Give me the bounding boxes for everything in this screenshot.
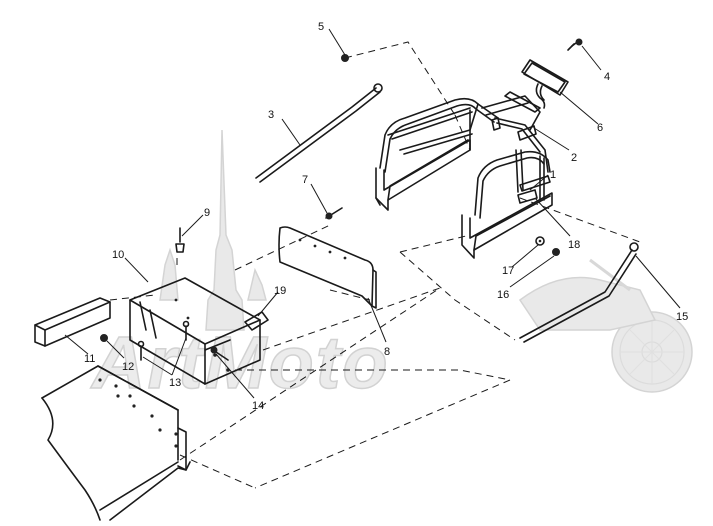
part-17-washer (535, 236, 545, 246)
callout-1: 1 (550, 169, 556, 181)
leader-lines (64, 28, 681, 399)
callout-13: 13 (169, 377, 181, 389)
callout-3: 3 (268, 109, 274, 121)
callout-19: 19 (274, 285, 286, 297)
callout-17: 17 (502, 265, 514, 277)
watermark: ArtMoto (89, 129, 693, 405)
part-8-plate (278, 226, 377, 309)
callout-12: 12 (122, 361, 134, 373)
callout-18: 18 (568, 239, 580, 251)
part-5-nut (341, 54, 349, 62)
part-12-nut (100, 334, 108, 342)
vehicle-frame (41, 365, 191, 521)
part-10-bracket (129, 277, 269, 385)
callout-2: 2 (571, 152, 577, 164)
part-13-bolts (137, 320, 190, 361)
callout-15: 15 (676, 311, 688, 323)
callout-6: 6 (597, 122, 603, 134)
callout-10: 10 (112, 249, 124, 261)
callout-labels: 1 2 3 4 5 6 7 8 9 10 11 12 13 14 15 16 1… (84, 21, 688, 412)
part-15-rod (519, 242, 639, 343)
part-16-nut (552, 248, 560, 256)
callout-4: 4 (604, 71, 610, 83)
part-3-rod (255, 83, 383, 183)
callout-8: 8 (384, 346, 390, 358)
part-7-bolt (325, 207, 343, 220)
callout-5: 5 (318, 21, 324, 33)
watermark-text: ArtMoto (90, 321, 390, 404)
rack-frame (375, 91, 553, 259)
part-9-pin (175, 227, 185, 253)
part-6-bracket (521, 59, 569, 109)
alignment-lines (109, 41, 641, 489)
watermark-spire-icon (205, 129, 245, 331)
watermark-motorcycle-icon (518, 258, 693, 393)
callout-9: 9 (204, 207, 210, 219)
callout-7: 7 (302, 174, 308, 186)
callout-16: 16 (497, 289, 509, 301)
part-4-screw (567, 38, 583, 51)
part-19-label-plate (244, 311, 269, 331)
callout-11: 11 (84, 353, 95, 365)
callout-14: 14 (252, 400, 264, 412)
